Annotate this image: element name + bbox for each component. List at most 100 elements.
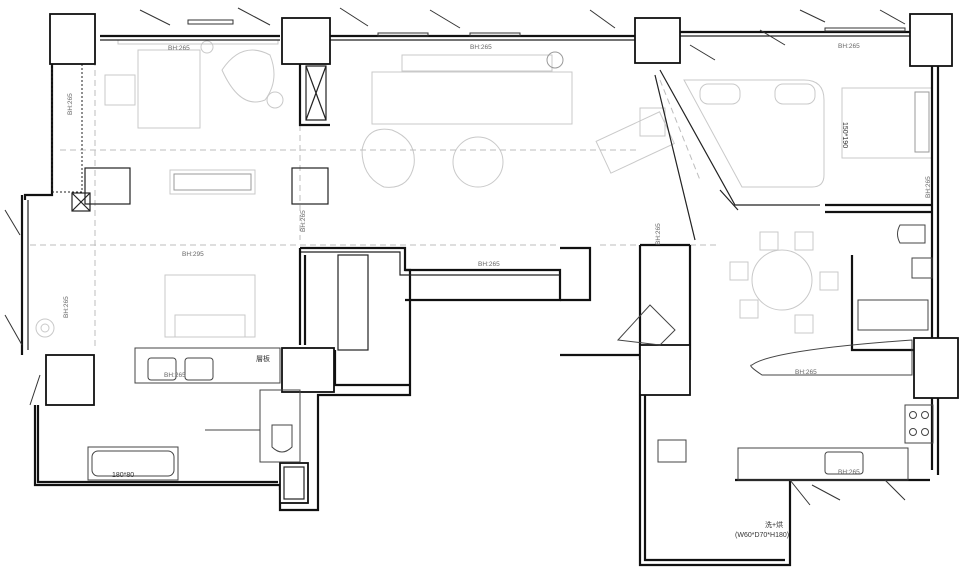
- label-bh-col-mid: BH:265: [300, 210, 307, 232]
- windows: [4, 7, 906, 506]
- lamp-symbol: [200, 40, 214, 54]
- wall-left-upper: [23, 60, 88, 200]
- label-bh-right-wall: BH:265: [925, 176, 932, 198]
- label-bh-left-lower: BH:265: [63, 296, 70, 318]
- burner: [909, 411, 917, 419]
- column-mid: [291, 167, 329, 205]
- coffee-table: [452, 136, 504, 188]
- sofa-back: [401, 54, 553, 72]
- column-top-right-center: [634, 17, 681, 64]
- stool: [639, 107, 666, 137]
- window-sash: [789, 479, 811, 506]
- window-pane: [469, 32, 521, 37]
- plant-inner: [40, 323, 50, 333]
- armchair: [361, 128, 415, 188]
- window-sash: [429, 9, 461, 29]
- laundry-sink: [657, 439, 687, 463]
- column-top-left: [49, 13, 96, 65]
- label-bh-counter: BH:265: [838, 469, 860, 476]
- wall-closet: [298, 248, 307, 345]
- vanity-counter: [134, 347, 281, 384]
- ottoman: [266, 91, 284, 109]
- wall-hatch-left: [51, 61, 83, 193]
- wall-corridor: [300, 246, 562, 302]
- wall-corridor-end: [560, 246, 592, 302]
- window-sash: [139, 9, 171, 26]
- piano-bench: [595, 111, 675, 174]
- column-left: [84, 167, 131, 205]
- toilet-left: [271, 424, 293, 453]
- rounded-rug: [683, 79, 825, 188]
- wall-corridor-inner: [300, 251, 560, 276]
- label-shelf: 層板: [256, 354, 270, 363]
- label-washer: 洗+烘: [765, 520, 783, 529]
- window-sash: [29, 374, 41, 406]
- window-pane: [377, 32, 429, 37]
- column-bottom-center: [639, 344, 691, 396]
- wall-closet-bottom: [333, 350, 410, 387]
- wall-pantry: [638, 243, 692, 360]
- window-pane: [187, 19, 234, 25]
- label-bh-kitchen: BH:265: [795, 369, 817, 376]
- window-sash: [589, 9, 616, 29]
- window-sash: [884, 479, 906, 501]
- column-bottom-left: [45, 354, 95, 406]
- window-sash: [759, 29, 786, 46]
- label-bh-master: BH:295: [182, 251, 204, 258]
- dining-chair-5: [739, 299, 759, 319]
- label-bed-size: 150*190: [841, 122, 848, 148]
- side-table: [104, 74, 136, 106]
- bed-right: [841, 87, 933, 159]
- chair-r2: [774, 83, 816, 105]
- label-bh-top-mid: BH:265: [470, 44, 492, 51]
- bed-pillow-area: [174, 314, 246, 338]
- burner: [921, 428, 929, 436]
- label-bath-size: 180*80: [112, 472, 134, 479]
- plant: [35, 318, 55, 338]
- partition-door: [719, 189, 739, 211]
- pivot-door: [616, 304, 676, 346]
- cooktop: [904, 404, 934, 444]
- beam-lines: [30, 40, 720, 350]
- wall-inner-1: [298, 60, 330, 127]
- diagonal-partition-2: [654, 74, 696, 241]
- column-top-mid: [281, 17, 331, 65]
- duct-box: [279, 462, 309, 504]
- bathtub-inner: [91, 450, 175, 477]
- window-sash: [4, 314, 23, 346]
- bench-ottoman: [169, 169, 256, 195]
- headboard: [914, 91, 930, 153]
- dining-chair-1: [759, 231, 779, 251]
- lounge-chair: [221, 49, 275, 103]
- shaft-box: [71, 192, 91, 212]
- chair-r1: [699, 83, 741, 105]
- ceiling-light: [546, 51, 564, 69]
- sofa: [371, 71, 573, 125]
- labels: BH:265 BH:265 BH:265 BH:265 BH:265 BH:29…: [63, 43, 932, 539]
- bathtub: [87, 446, 179, 481]
- fixtures: [87, 224, 934, 481]
- closet-1-x2: [305, 65, 327, 121]
- column-top-right: [909, 13, 953, 67]
- column-bottom-mid: [281, 347, 335, 393]
- closet-stair: [337, 254, 369, 351]
- window-sash: [689, 44, 716, 61]
- window-sash: [799, 9, 826, 23]
- shaft-x2: [71, 192, 91, 212]
- duct-box-inner: [283, 466, 305, 500]
- sink-left: [147, 357, 177, 381]
- window-sash: [339, 7, 369, 27]
- kitchen-counter: [737, 447, 909, 481]
- wall-bath-top: [825, 203, 932, 214]
- beam-line: [659, 79, 701, 181]
- columns: [45, 13, 959, 406]
- dining-chair-4: [794, 314, 814, 334]
- dining-chair-3: [819, 271, 839, 291]
- island-counter: [750, 339, 913, 376]
- furniture-layer: [35, 39, 933, 338]
- label-washer-dims: (W60*D70*H180): [735, 532, 789, 539]
- label-bh-top-right: BH:265: [838, 43, 860, 50]
- label-bh-left-wall: BH:265: [67, 93, 74, 115]
- window-sash: [4, 209, 21, 236]
